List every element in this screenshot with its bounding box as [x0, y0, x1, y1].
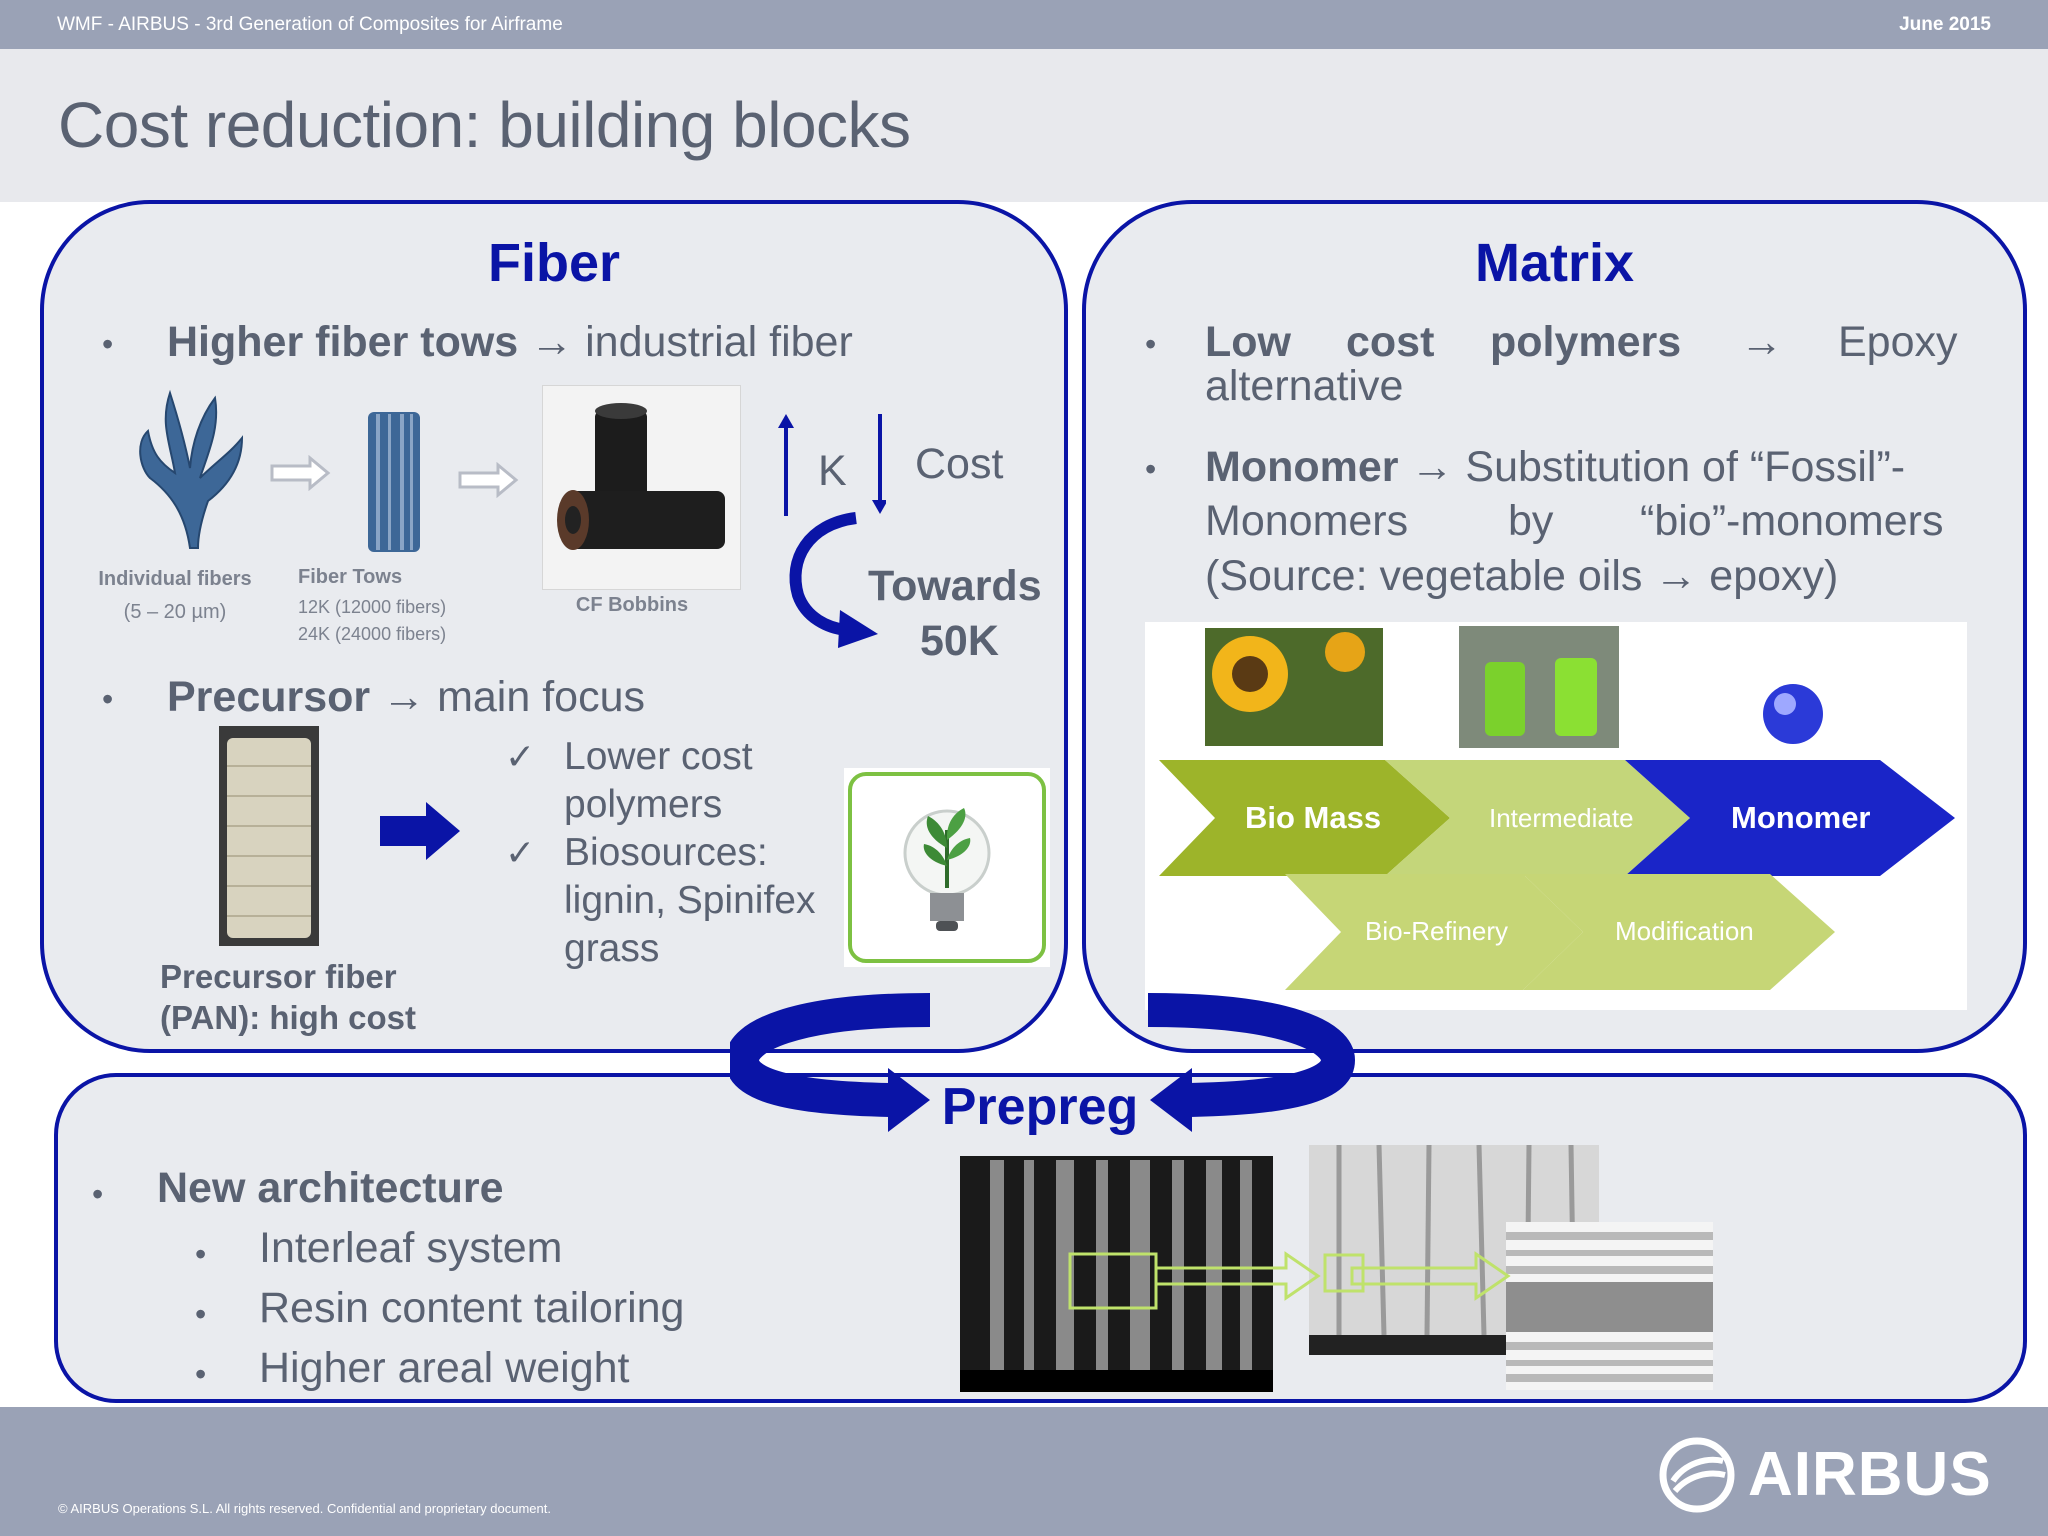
footer-bar: © AIRBUS Operations S.L. All rights rese…: [0, 1407, 2048, 1536]
bullet-dot: •: [92, 1176, 104, 1212]
chevron-biorefinery: Bio-Refinery: [1365, 916, 1509, 946]
fiber-b1-rest: industrial fiber: [585, 318, 853, 366]
copyright-text: © AIRBUS Operations S.L. All rights rese…: [58, 1501, 551, 1516]
airbus-logo-icon: [1659, 1437, 1735, 1513]
k-label: K: [818, 447, 847, 495]
arrow-right-icon: →: [1410, 443, 1454, 491]
arrow-right-icon: →: [1740, 318, 1783, 366]
bullet-dot: •: [195, 1296, 207, 1332]
fiber-tows-label: Fiber Tows: [298, 566, 403, 588]
fiber-b1-bold: Higher fiber tows: [167, 318, 519, 366]
zoom-arrows-icon: [1156, 1251, 1511, 1301]
chevron-biomass: Bio Mass: [1245, 800, 1382, 835]
towards-label: Towards: [868, 562, 1042, 610]
fiber-tows-image: [364, 408, 424, 556]
solid-arrow-right-icon: [380, 802, 460, 860]
bullet-dot: •: [102, 326, 114, 362]
top-bar: WMF - AIRBUS - 3rd Generation of Composi…: [0, 0, 2048, 49]
prepreg-sub-3: Higher areal weight: [259, 1344, 630, 1392]
chevron-monomer: Monomer: [1731, 800, 1871, 835]
individual-fibers-image: [130, 383, 250, 553]
title-band: [0, 49, 2048, 202]
prepreg-sub-2: Resin content tailoring: [259, 1284, 685, 1332]
hollow-arrow-icon: [458, 462, 519, 498]
matrix-heading: Matrix: [1474, 233, 1635, 293]
individual-fibers-label: Individual fibers: [98, 568, 252, 590]
matrix-b1-word5: Epoxy: [1838, 318, 1958, 366]
matrix-b1-word1: Low: [1205, 318, 1291, 366]
prepreg-sub-1: Interleaf system: [259, 1224, 563, 1272]
fiber-heading: Fiber: [487, 233, 621, 293]
precursor-fiber-image: [219, 726, 319, 946]
matrix-b2-word2: by: [1508, 497, 1554, 545]
airbus-logo-text: AIRBUS: [1748, 1440, 1992, 1509]
matrix-b2-rest: Substitution of “Fossil”-: [1465, 443, 1906, 491]
check-icon: ✓: [505, 736, 536, 777]
arrow-right-icon: →: [382, 673, 426, 721]
bullet-dot: •: [1145, 451, 1157, 487]
hollow-arrow-icon: [270, 455, 331, 491]
precursor-label-1: Precursor fiber: [160, 958, 397, 995]
check-item-1: Lower cost: [564, 735, 753, 778]
fiber-b2-bold: Precursor: [167, 673, 371, 721]
matrix-b2-line3: (Source: vegetable oils → epoxy): [1205, 552, 1839, 600]
matrix-b1-word2: cost: [1346, 318, 1435, 366]
cf-bobbins-image: [542, 385, 741, 590]
fiber-bullet-2: Precursor → main focus: [167, 673, 645, 722]
micrograph-image-1: [960, 1156, 1273, 1392]
fiber-bullet-1: Higher fiber tows → industrial fiber: [167, 318, 853, 367]
bullet-dot: •: [102, 681, 114, 717]
bullet-dot: •: [195, 1356, 207, 1392]
check-item-1b: polymers: [564, 783, 723, 826]
check-item-2c: grass: [564, 927, 660, 970]
fiber-tows-12k: 12K (12000 fibers): [298, 597, 447, 617]
bio-process-diagram: Bio Mass Intermediate Monomer Bio-Refine…: [1145, 622, 1967, 1010]
bullet-dot: •: [1145, 326, 1157, 362]
arrow-right-icon: →: [530, 318, 574, 366]
matrix-b1-word3: polymers: [1490, 318, 1682, 366]
matrix-bullet-2: Monomer → Substitution of “Fossil”-: [1205, 443, 1905, 492]
converging-arrows-icon: [730, 993, 1356, 1132]
cost-label: Cost: [915, 440, 1004, 488]
matrix-b1-line2: alternative: [1205, 362, 1404, 410]
matrix-b2-word3: “bio”-monomers: [1640, 497, 1944, 545]
check-item-2: Biosources:: [564, 831, 768, 874]
header-left-text: WMF - AIRBUS - 3rd Generation of Composi…: [57, 14, 563, 35]
lightbulb-plant-image: [844, 768, 1050, 967]
precursor-label-2: (PAN): high cost: [160, 999, 417, 1036]
check-icon: ✓: [505, 832, 536, 873]
chevron-intermediate: Intermediate: [1489, 803, 1634, 833]
prepreg-bullet-1: New architecture: [157, 1164, 504, 1212]
fiber-tows-24k: 24K (24000 fibers): [298, 624, 447, 644]
k-cost-arrows: [778, 414, 886, 516]
fifty-k-label: 50K: [920, 617, 999, 665]
individual-fibers-size: (5 – 20 µm): [123, 601, 227, 623]
curved-arrow-icon: [789, 512, 878, 648]
header-date: June 2015: [1899, 14, 1991, 35]
bullet-dot: •: [195, 1236, 207, 1272]
matrix-b2-word1: Monomers: [1205, 497, 1409, 545]
page-title: Cost reduction: building blocks: [58, 89, 911, 161]
cf-bobbins-label: CF Bobbins: [575, 594, 689, 616]
chevron-modification: Modification: [1615, 916, 1754, 946]
micrograph-image-3: [1506, 1222, 1713, 1390]
check-item-2b: lignin, Spinifex: [564, 879, 816, 922]
fiber-b2-rest: main focus: [437, 673, 646, 721]
matrix-b2-bold: Monomer: [1205, 443, 1399, 491]
prepreg-heading: Prepreg: [941, 1078, 1139, 1136]
